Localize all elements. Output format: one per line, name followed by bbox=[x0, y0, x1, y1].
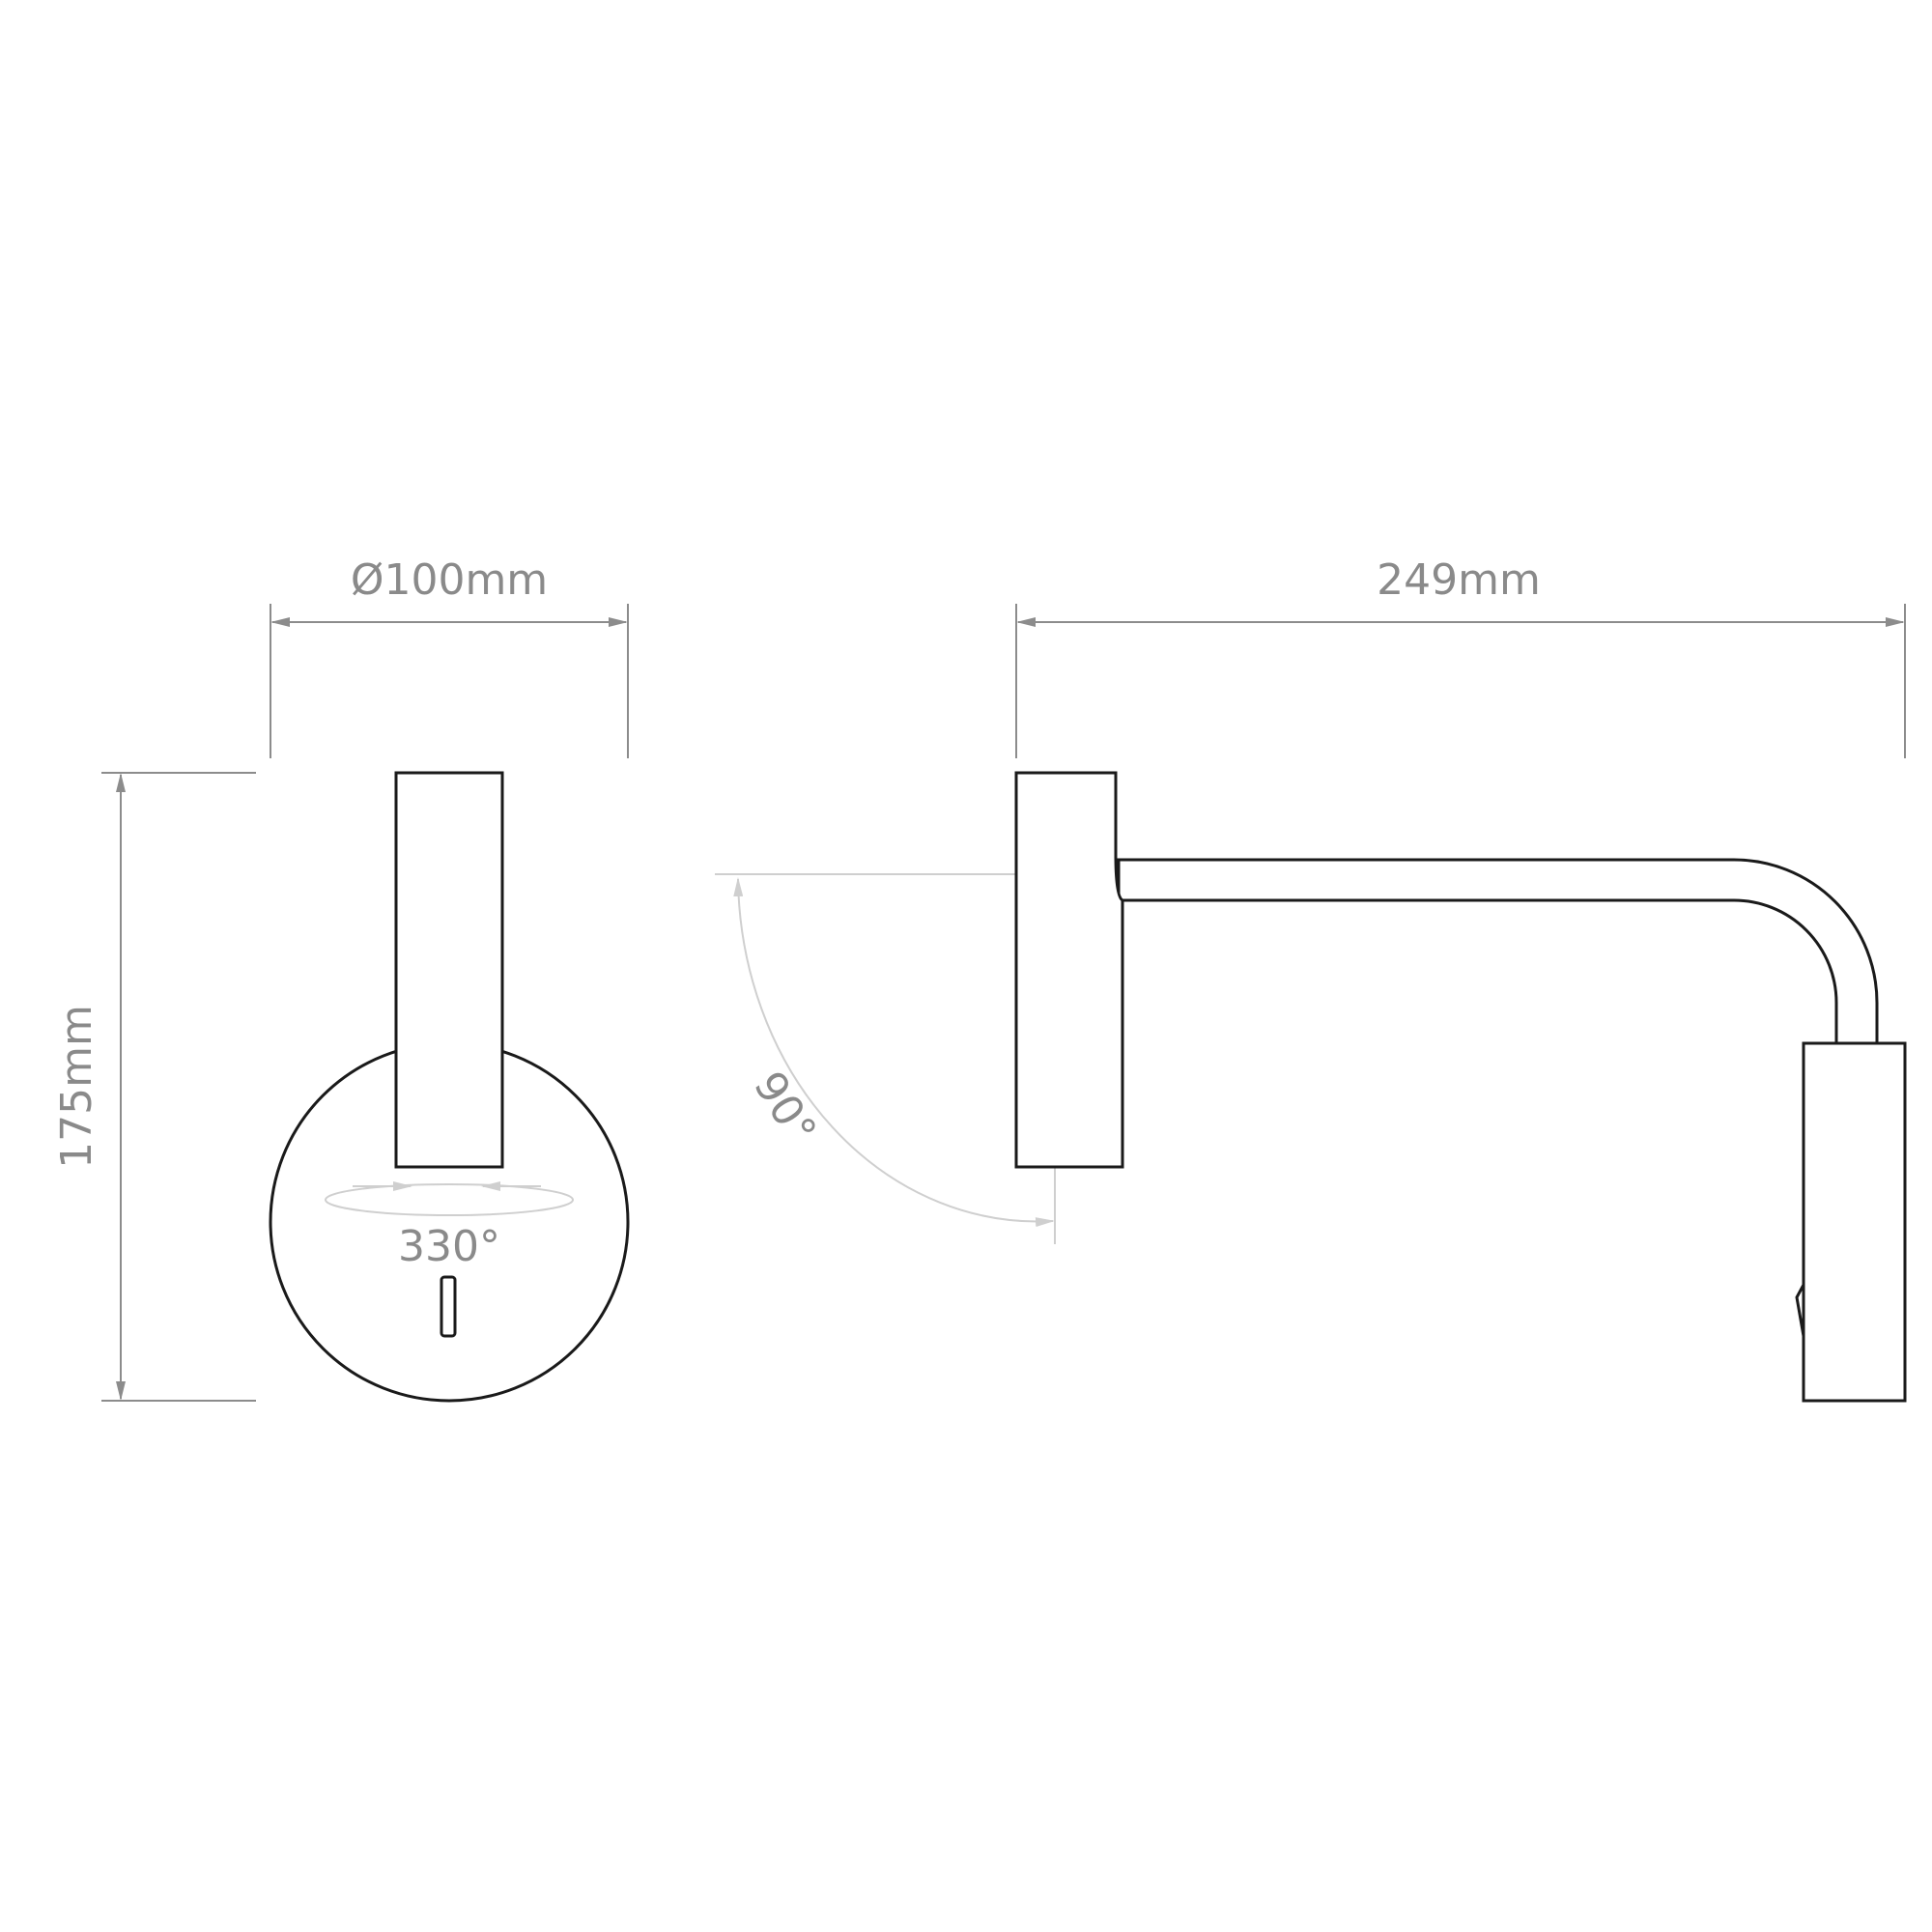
length-dimension: 249mm bbox=[1015, 555, 1906, 758]
front-arm bbox=[394, 771, 504, 1169]
tilt-reference-lines bbox=[715, 873, 1056, 1244]
diameter-label: Ø100mm bbox=[351, 555, 548, 605]
tilt-label: 90° bbox=[744, 1064, 826, 1153]
lamp-head bbox=[1802, 1041, 1907, 1403]
diameter-dimension: Ø100mm bbox=[270, 555, 629, 758]
rotation-label: 330° bbox=[398, 1222, 500, 1271]
side-view: 249mm 90° bbox=[715, 555, 1907, 1403]
rotation-indicator: 330° bbox=[325, 1181, 574, 1271]
tilt-arc bbox=[733, 877, 1055, 1228]
switch-icon bbox=[440, 1275, 457, 1338]
length-label: 249mm bbox=[1377, 555, 1541, 605]
wall-plate-side bbox=[1014, 771, 1124, 1169]
front-view: Ø100mm 175mm 330° bbox=[52, 555, 630, 1403]
rotation-ellipse bbox=[325, 1183, 574, 1216]
height-dimension: 175mm bbox=[52, 772, 256, 1402]
tilt-indicator: 90° bbox=[715, 873, 1056, 1244]
height-label: 175mm bbox=[52, 1005, 101, 1169]
switch-tab-icon bbox=[1795, 1284, 1805, 1337]
side-arm bbox=[1117, 858, 1879, 1045]
